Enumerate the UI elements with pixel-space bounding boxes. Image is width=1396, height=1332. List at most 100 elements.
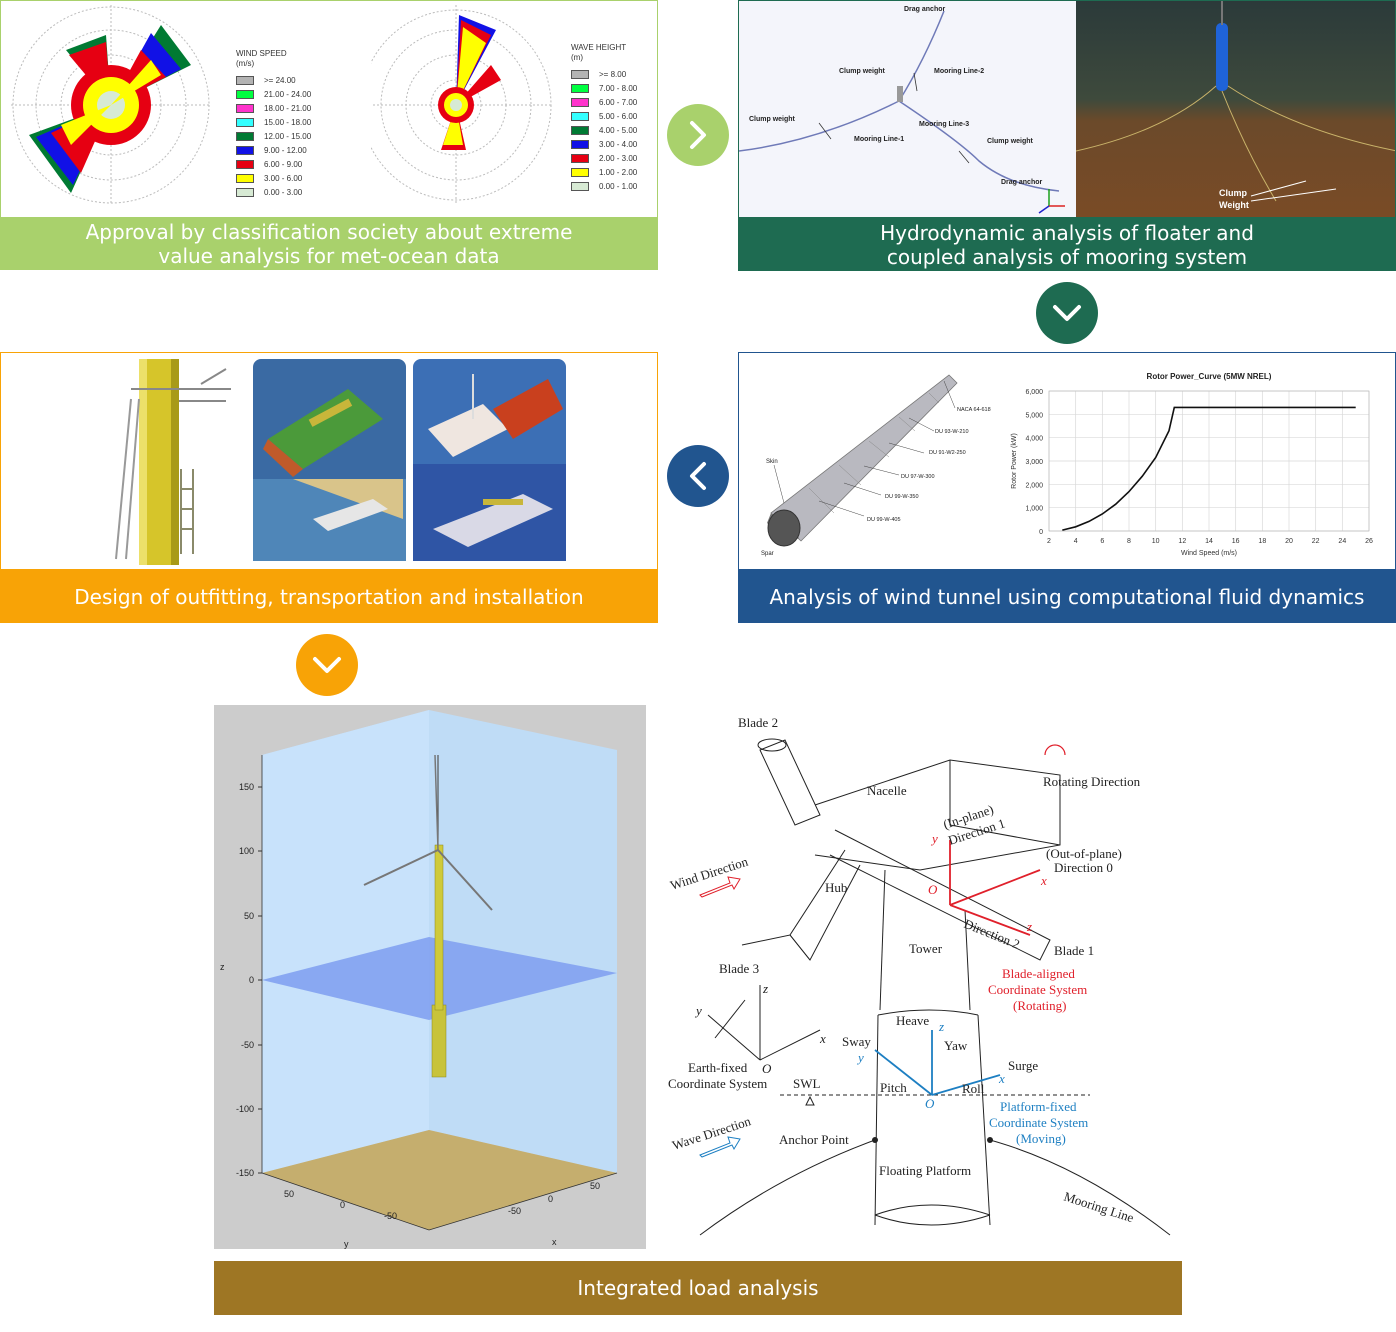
mooring-line-label: Mooring Line-1 — [854, 136, 904, 143]
legend-item: 3.00 - 4.00 — [571, 137, 637, 151]
airfoil-section-label: DU 91-W2-250 — [929, 450, 966, 456]
chevron-right-icon — [690, 121, 706, 149]
wave-arrow-icon — [699, 1136, 741, 1158]
x-tick-label: 26 — [1365, 538, 1373, 545]
y-tick-label: 0 — [1039, 529, 1043, 536]
legend-item: 6.00 - 7.00 — [571, 95, 637, 109]
airfoil-section-label: NACA 64-618 — [957, 407, 991, 413]
z-tick-label: -100 — [236, 1104, 254, 1114]
platform-fixed-label: Coordinate System — [989, 1115, 1088, 1130]
mooring-render: Clump Weight — [1076, 1, 1395, 217]
x-tick-label: 14 — [1205, 538, 1213, 545]
o2-origin-label: O — [928, 882, 938, 897]
platform-fixed-label: (Moving) — [1016, 1131, 1066, 1146]
x-tick-label: -50 — [508, 1206, 521, 1216]
mooring-layout: Drag anchor Clump weight Mooring Line-2 … — [739, 1, 1076, 217]
chevron-down-icon — [313, 657, 341, 673]
legend-label: >= 24.00 — [264, 75, 296, 85]
legend-swatch — [236, 89, 254, 99]
y-tick-label: 3,000 — [1025, 459, 1043, 466]
legend-swatch — [236, 103, 254, 113]
z-axis-label: z — [220, 962, 225, 972]
platform-fixed-label: Platform-fixed — [1000, 1099, 1077, 1114]
legend-label: 0.00 - 1.00 — [599, 181, 638, 191]
legend-label: 6.00 - 7.00 — [599, 97, 638, 107]
legend-item: 0.00 - 1.00 — [571, 179, 637, 193]
skin-label: Skin — [766, 459, 778, 465]
legend-label: 21.00 - 24.00 — [264, 89, 312, 99]
caption-line: value analysis for met-ocean data — [158, 244, 500, 268]
barge-transport-render — [253, 359, 406, 561]
wave-direction-label: Wave Direction — [670, 1113, 753, 1153]
airfoil-section-label: DU 97-W-300 — [901, 474, 935, 480]
pitch-label: Pitch — [880, 1080, 907, 1095]
x1-axis-label: x — [998, 1071, 1005, 1086]
heave-label: Heave — [896, 1013, 929, 1028]
y-tick-label: 1,000 — [1025, 506, 1043, 513]
wind-legend-unit: (m/s) — [236, 59, 255, 68]
legend-item: 0.00 - 3.00 — [236, 185, 311, 199]
axis-triad-icon — [1038, 189, 1065, 214]
wind-arrow-icon — [699, 876, 741, 898]
legend-item: 7.00 - 8.00 — [571, 81, 637, 95]
legend-swatch — [236, 145, 254, 155]
earth-origin-label: O — [762, 1061, 772, 1076]
floating-platform-label: Floating Platform — [879, 1163, 971, 1178]
y-axis-label: Rotor Power (kW) — [1011, 433, 1018, 489]
legend-swatch — [236, 159, 254, 169]
legend-swatch — [571, 83, 589, 93]
legend-item: 2.00 - 3.00 — [571, 151, 637, 165]
x-tick-label: 24 — [1338, 538, 1346, 545]
blade-3-label: Blade 3 — [719, 961, 759, 976]
legend-swatch — [236, 187, 254, 197]
z-tick-label: 150 — [239, 782, 254, 792]
clump-weight-label: Clump weight — [839, 68, 886, 75]
legend-label: >= 8.00 — [599, 69, 627, 79]
legend-item: 4.00 - 5.00 — [571, 123, 637, 137]
weight-label: Weight — [1219, 200, 1249, 210]
down-arrow-button — [1036, 282, 1098, 344]
x-tick-label: 22 — [1312, 538, 1320, 545]
x-tick-label: 20 — [1285, 538, 1293, 545]
wind-direction-label: Wind Direction — [668, 853, 750, 892]
earth-z-label: z — [762, 981, 768, 996]
caption-line: Approval by classification society about… — [85, 220, 573, 244]
y-tick-label: 5,000 — [1025, 412, 1043, 419]
legend-label: 15.00 - 18.00 — [264, 117, 312, 127]
plot-area — [1048, 390, 1370, 532]
x-tick-label: 10 — [1152, 538, 1160, 545]
y-tick-label: 0 — [340, 1200, 345, 1210]
step-caption-integrated: Integrated load analysis — [214, 1261, 1182, 1315]
legend-swatch — [571, 139, 589, 149]
y-tick-label: 6,000 — [1025, 389, 1043, 396]
caption-line: Analysis of wind tunnel using computatio… — [769, 584, 1365, 609]
chevron-left-icon — [690, 462, 706, 490]
caption-line: Design of outfitting, transportation and… — [74, 584, 584, 609]
wind-legend-title: WIND SPEED — [236, 49, 287, 58]
next-arrow-button — [667, 104, 729, 166]
z-tick-label: -150 — [236, 1168, 254, 1178]
step-caption-outfitting: Design of outfitting, transportation and… — [0, 570, 658, 623]
z-tick-label: 100 — [239, 846, 254, 856]
legend-label: 1.00 - 2.00 — [599, 167, 638, 177]
x-tick-label: 8 — [1127, 538, 1131, 545]
legend-item: >= 8.00 — [571, 67, 637, 81]
x-tick-label: 2 — [1047, 538, 1051, 545]
rotating-direction-label: Rotating Direction — [1043, 774, 1141, 789]
legend-label: 12.00 - 15.00 — [264, 131, 312, 141]
legend-label: 18.00 - 21.00 — [264, 103, 312, 113]
x-axis-label: Wind Speed (m/s) — [1181, 550, 1237, 557]
x-tick-label: 50 — [590, 1181, 600, 1191]
previous-arrow-button — [667, 445, 729, 507]
legend-swatch — [236, 131, 254, 141]
fowt-coordinate-diagram: Blade 2 Nacelle Rotating Direction (In-p… — [668, 715, 1171, 1236]
outfitting-panel — [0, 352, 658, 570]
legend-label: 4.00 - 5.00 — [599, 125, 638, 135]
step-caption-metocean: Approval by classification society about… — [0, 218, 658, 270]
legend-swatch — [571, 125, 589, 135]
legend-item: 6.00 - 9.00 — [236, 157, 311, 171]
step-caption-hydrodynamic: Hydrodynamic analysis of floater and cou… — [738, 218, 1396, 271]
blade-1-label: Blade 1 — [1054, 943, 1094, 958]
